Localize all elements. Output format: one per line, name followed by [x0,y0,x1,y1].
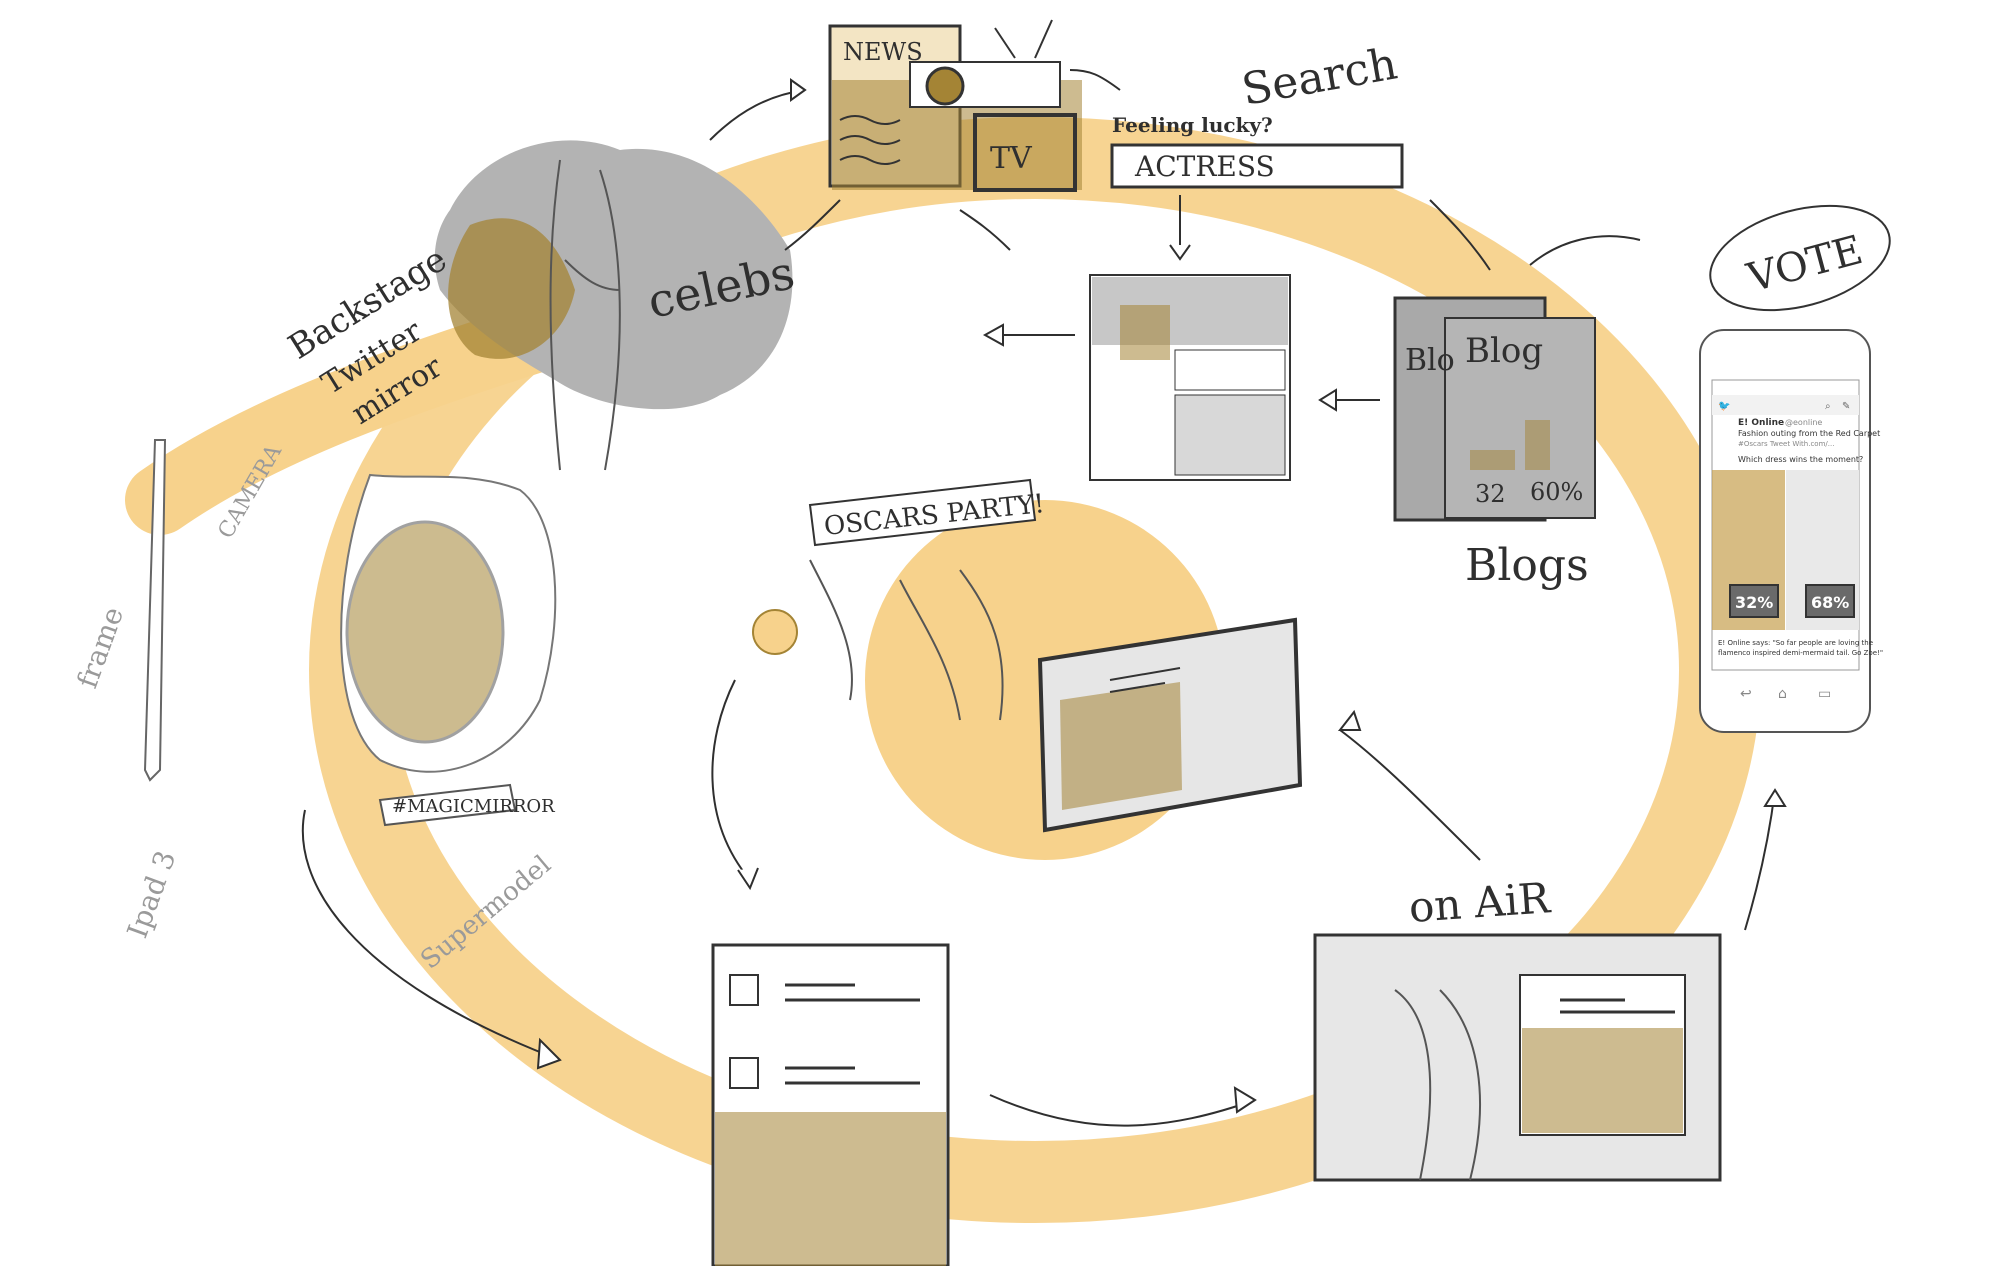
mobile-feed-panel [711,943,950,1266]
blog-tweet-mock [1089,274,1291,481]
feed-photo [715,1112,946,1266]
tweet-text: Fashion outing from the Red Carpet [1738,429,1880,438]
vote-bubble [1709,204,1891,312]
tweet-handle-id: @eonline [1785,418,1822,427]
tv-label: TV [990,141,1033,176]
tv-logo-icon [925,66,965,106]
on-air-tweet-photo [1522,1028,1683,1133]
party-banner [808,478,1037,547]
celebs-panel: celebs Backstage Twitter mirror [282,140,799,471]
search-query: ACTRESS [1134,150,1275,183]
mirror-oval [345,520,505,744]
feed-avatar-2 [729,1057,759,1089]
on-air-figure-sketch [1394,989,1481,1181]
vote-panel: VOTE [1709,204,1891,312]
blogs-panel: Blo Blog 32 60% Blogs [1393,296,1596,591]
arrow-vote-to-search [1529,235,1641,266]
feeling-lucky-label: Feeling lucky? [1112,113,1273,137]
percent-left: 32% [1735,593,1773,612]
center-tv-panel [1037,617,1303,833]
magic-mirror-panel: #MAGICMIRROR CAMERA [214,440,557,827]
caption-line-1: E! Online says: "So far people are lovin… [1718,639,1873,647]
arrow-up-to-news [959,209,1011,251]
home-icon[interactable]: ⌂ [1778,686,1787,702]
news-panel: NEWS TV [828,19,1082,192]
compose-icon[interactable]: ✎ [1842,401,1850,412]
blog-bar-1 [1470,450,1515,470]
mock-avatar [1120,305,1170,360]
tweet-handle-name: E! Online [1738,418,1784,428]
ipad-label: Ipad 3 [121,846,183,942]
arrow-news-to-search [1069,69,1121,91]
party-crowd-sketch [809,559,1004,721]
percent-right: 68% [1811,593,1849,612]
blog-bar-2 [1525,420,1550,470]
feed-text-2 [785,1066,920,1085]
tweet-question: Which dress wins the moment? [1738,455,1863,464]
arrow-news-to-celebs [784,199,841,251]
arrow-party-down [711,679,751,881]
blog-stat-a: 32 [1475,480,1506,508]
percent-box-right [1805,584,1855,618]
blog-stat-b: 60% [1530,478,1583,506]
party-phone-highlight [752,609,798,655]
percent-box-left [1729,584,1779,618]
news-scribble [839,115,901,165]
phone-mock: 🐦 ⌕ ✎ E! Online @eonline Fashion outing … [1699,329,1883,733]
arrow-blogs-to-search [1429,199,1491,271]
tv-antenna-icon [994,19,1053,59]
on-air-tweet-lines [1560,998,1675,1014]
blogs-label: Blogs [1465,540,1589,591]
arrow-up-to-phone [1744,789,1776,931]
blog-label-1: Blo [1405,343,1455,378]
arrow-onair-to-tv [1339,729,1481,861]
feed-avatar-1 [729,974,759,1006]
on-air-label: on AiR [1407,873,1553,932]
tweet-link[interactable]: #Oscars Tweet With.com/... [1738,440,1834,448]
recent-apps-icon[interactable]: ▭ [1818,686,1831,702]
caption-line-2: flamenco inspired demi-mermaid tail. Go … [1718,649,1883,657]
search-input[interactable] [1110,143,1404,189]
feed-text-1 [785,983,920,1002]
phone-app-bar [1712,395,1859,415]
twitter-bird-icon: 🐦 [1718,401,1730,412]
search-icon[interactable]: ⌕ [1825,401,1831,412]
flow-arrows [301,69,1787,1127]
search-label: Search [1238,38,1401,115]
arrow-feed-to-onair [989,1094,1256,1127]
tv-screen-lines [1109,667,1181,693]
mirror-banner [378,783,517,827]
search-panel: Search Feeling lucky? ACTRESS [1110,38,1404,189]
magic-mirror-tag: #MAGICMIRROR [392,796,555,817]
arrow-mirror-to-feed [301,809,561,1061]
blog-label-2: Blog [1465,331,1543,371]
celeb-figure-sketch [549,159,621,471]
on-air-panel: on AiR [1313,873,1722,1182]
back-icon[interactable]: ↩ [1740,686,1752,702]
frame-label: frame [71,603,131,693]
